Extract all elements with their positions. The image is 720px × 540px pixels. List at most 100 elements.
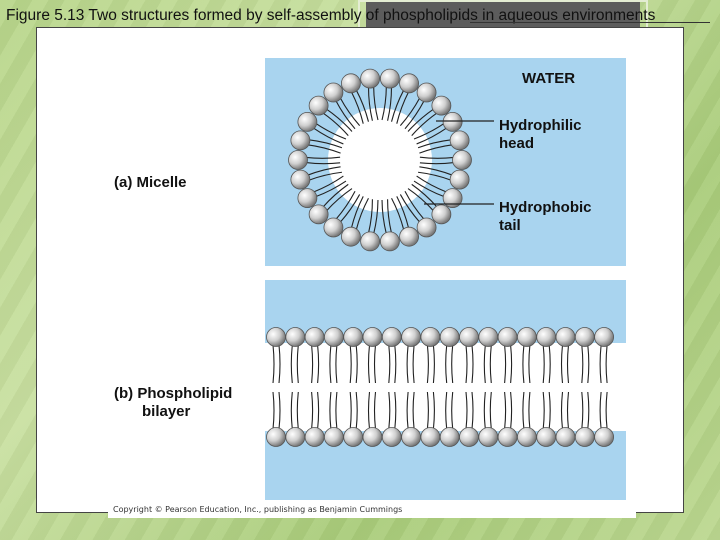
micelle-tail [413, 122, 445, 140]
micelle-tail [419, 156, 455, 159]
bilayer-head [594, 327, 614, 347]
bilayer-tail [566, 391, 570, 430]
micelle-tail [418, 171, 452, 181]
micelle-tail [350, 91, 364, 124]
bilayer-tail [426, 344, 429, 384]
micelle-tail [396, 91, 410, 124]
bilayer-tail [373, 344, 377, 384]
bilayer-tail [451, 391, 454, 430]
micelle-tail [335, 100, 356, 130]
bilayer-tail [560, 344, 564, 384]
bilayer-tail [510, 344, 513, 384]
bilayer-tail [465, 391, 468, 430]
bilayer-head [362, 327, 383, 347]
bilayer-head [517, 427, 537, 447]
bilayer-tail [394, 391, 397, 430]
bilayer-tail [290, 344, 293, 384]
bilayer-tail [445, 391, 448, 430]
micelle-tail [307, 166, 341, 176]
micelle-tail [315, 180, 347, 198]
bilayer-tail [272, 344, 275, 384]
bilayer-tail [542, 391, 545, 430]
bilayer-tail [349, 344, 352, 384]
micelle-tail [387, 199, 393, 234]
bilayer-tail [311, 344, 314, 384]
bilayer-head [574, 427, 595, 447]
bilayer-tail [471, 391, 474, 430]
micelle-tail [325, 188, 353, 212]
bilayer-tail [394, 344, 397, 384]
micelle-head [449, 130, 470, 151]
micelle-head [449, 169, 470, 190]
micelle-heads [288, 68, 472, 252]
bilayer-tail [278, 344, 281, 384]
hydrophobic-label-line2: tail [499, 217, 521, 234]
bilayer-tail [349, 391, 352, 430]
bilayer-tail [311, 391, 314, 430]
bilayer-tail [471, 344, 474, 384]
micelle-tail [367, 86, 373, 121]
bilayer-tail [528, 391, 531, 430]
copyright-text: Copyright © Pearson Education, Inc., pub… [113, 505, 403, 514]
micelle-tail [411, 112, 438, 136]
micelle-tail [419, 162, 455, 165]
micelle-tail [391, 89, 405, 122]
micelle-head [442, 111, 463, 132]
bilayer-tail [412, 344, 415, 384]
micelle-head [308, 204, 329, 225]
bilayer-tail [560, 391, 564, 430]
bilayer-tail [335, 344, 338, 384]
micelle-tail [411, 183, 438, 208]
hydrophilic-label: Hydrophilic head [499, 117, 582, 153]
micelle-tail [307, 144, 341, 154]
bilayer-head [343, 427, 364, 447]
micelle-tail [335, 190, 356, 220]
bilayer-head [304, 327, 325, 347]
micelle-head [399, 226, 419, 247]
bilayer-tail [599, 344, 602, 384]
bilayer-tail [504, 391, 507, 430]
micelle-tail [313, 175, 344, 193]
micelle-tail [305, 162, 341, 165]
bilayer-tail [542, 344, 545, 384]
micelle-head [379, 68, 400, 89]
bilayer-tail [388, 344, 391, 384]
micelle-tail [339, 97, 361, 126]
bilayer-head [420, 327, 441, 347]
micelle-tail [355, 198, 369, 231]
bilayer-head [285, 327, 306, 347]
bilayer-tail [566, 344, 570, 384]
micelle-tail [339, 194, 361, 223]
micelle-tail [308, 139, 343, 149]
bilayer-tail [451, 344, 454, 384]
bilayer-head [362, 427, 383, 447]
bilayer-head [401, 427, 422, 447]
micelle-tail [399, 194, 421, 223]
bilayer-head [594, 427, 614, 447]
bilayer-tail [483, 344, 486, 384]
micelle-tail [367, 199, 373, 234]
bilayer-tail [367, 344, 371, 384]
micelle-tail [308, 171, 342, 181]
bilayer-head [536, 327, 557, 347]
bilayer-head [381, 427, 402, 447]
bilayer-head [497, 427, 518, 447]
micelle-head [308, 95, 329, 116]
bilayer-label-line2: bilayer [142, 403, 191, 420]
micelle-head [297, 111, 318, 132]
micelle-tail [416, 127, 448, 145]
micelle-tail [407, 188, 435, 212]
bilayer-tail [605, 391, 608, 430]
bilayer-tail [548, 344, 551, 384]
micelle-head [323, 82, 344, 103]
bilayer-head [266, 427, 286, 447]
bilayer-tail [296, 391, 299, 430]
bilayer-tail [426, 391, 429, 430]
micelle-tail [322, 112, 349, 136]
bilayer-head [343, 327, 364, 347]
bilayer-tail [367, 391, 371, 430]
bilayer-tail [483, 391, 486, 430]
micelle-tail [387, 86, 393, 121]
bilayer-tail [548, 391, 551, 430]
